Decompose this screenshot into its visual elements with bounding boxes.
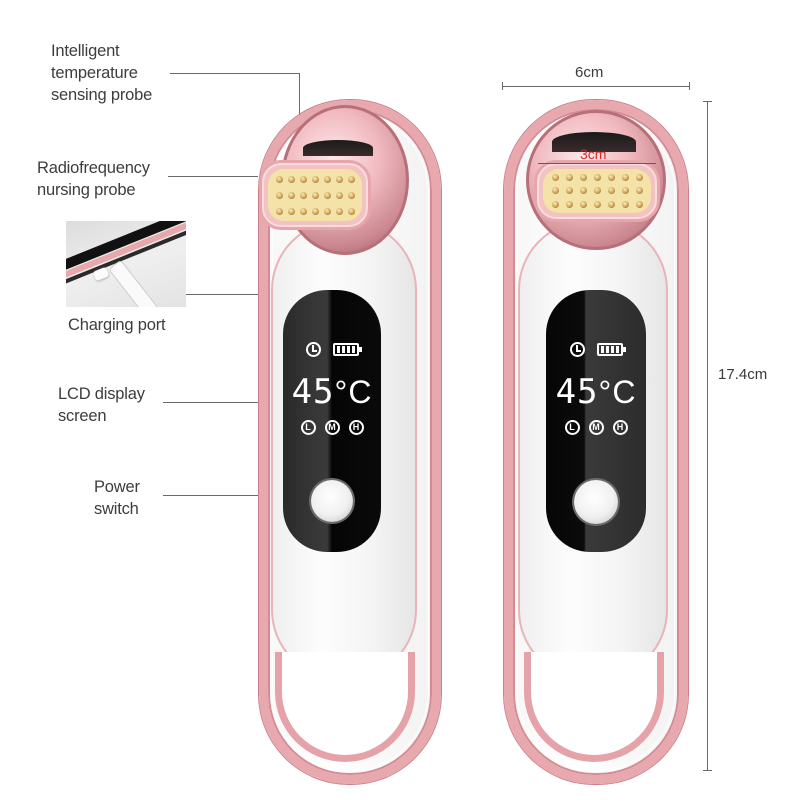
lcd-screen: 45°C L M H	[283, 290, 381, 552]
probe-width-line	[538, 163, 656, 164]
clock-icon	[305, 342, 321, 357]
device-left: 45°C L M H	[259, 100, 441, 784]
temperature-sensor	[303, 140, 373, 156]
charging-port-label: Charging port	[68, 316, 166, 334]
width-tick-right	[689, 82, 690, 90]
temperature-readout: 45°C	[555, 372, 637, 412]
charging-port-photo	[66, 221, 186, 307]
rf-probe	[534, 160, 660, 222]
height-dimension-label: 17.4cm	[718, 366, 768, 383]
height-tick-bottom	[703, 770, 712, 771]
mode-medium-indicator: M	[588, 420, 604, 435]
device-right: 3cm 45°C L M H	[504, 100, 688, 784]
lcd-label: LCD display screen	[58, 385, 145, 425]
width-dimension-label: 6cm	[575, 64, 604, 81]
lcd-leader	[163, 402, 283, 403]
power-button[interactable]	[574, 480, 618, 524]
mode-high-indicator: H	[348, 420, 364, 435]
temperature-sensor	[552, 132, 636, 152]
mode-high-indicator: H	[612, 420, 628, 435]
handle-opening	[275, 652, 415, 762]
rf-probe-leader	[168, 176, 258, 177]
power-button[interactable]	[311, 480, 353, 522]
width-dimension-line	[502, 86, 690, 87]
height-tick-top	[703, 101, 712, 102]
rf-probe-label: Radiofrequency nursing probe	[37, 159, 150, 199]
battery-icon	[332, 343, 362, 356]
width-tick-left	[502, 82, 503, 90]
battery-icon	[596, 343, 626, 356]
lcd-screen: 45°C L M H	[546, 290, 646, 552]
temperature-probe-label: Intelligent temperature sensing probe	[51, 42, 153, 104]
rf-probe	[259, 160, 371, 230]
mode-low-indicator: L	[300, 420, 316, 435]
mode-medium-indicator: M	[324, 420, 340, 435]
temperature-probe-leader-h	[170, 73, 300, 74]
temperature-readout: 45°C	[291, 372, 373, 412]
probe-width-label: 3cm	[580, 146, 607, 162]
power-switch-label: Power switch	[94, 478, 140, 518]
height-dimension-line	[707, 101, 708, 771]
handle-opening	[524, 652, 664, 762]
clock-icon	[569, 342, 585, 357]
power-switch-leader	[163, 495, 318, 496]
mode-low-indicator: L	[564, 420, 580, 435]
